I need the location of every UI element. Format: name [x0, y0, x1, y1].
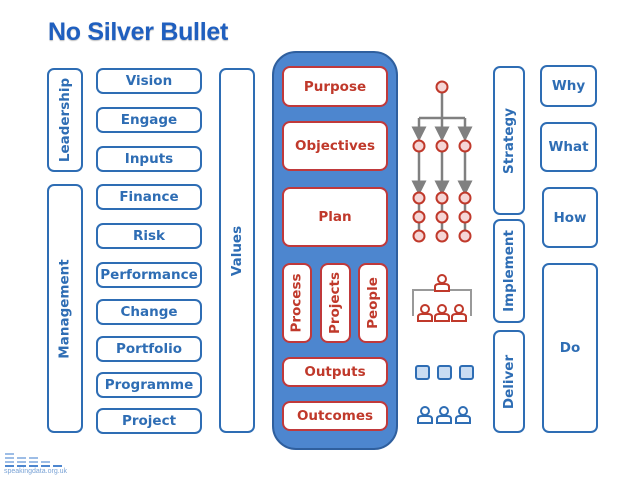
group-implement: Implement [493, 219, 525, 323]
group-implement-label: Implement [501, 230, 518, 312]
squares-icon [415, 365, 474, 380]
group-management-label: Management [57, 258, 73, 359]
values-column: Values [219, 68, 255, 433]
page-title: No Silver Bullet [48, 18, 228, 46]
question-what: What [540, 122, 597, 172]
question-why: Why [540, 65, 597, 107]
item-change: Change [96, 299, 202, 325]
spine-projects: Projects [320, 263, 351, 343]
people-icon [417, 406, 471, 424]
spine-plan: Plan [282, 187, 388, 247]
speakingdata-logo-icon [5, 453, 62, 467]
item-portfolio: Portfolio [96, 336, 202, 362]
group-strategy: Strategy [493, 66, 525, 215]
question-do: Do [542, 263, 598, 433]
item-vision: Vision [96, 68, 202, 94]
question-how: How [542, 187, 598, 248]
org-chart-people-icon [412, 274, 472, 322]
group-leadership-label: Leadership [57, 77, 74, 163]
spine-outcomes: Outcomes [282, 401, 388, 431]
spine-objectives: Objectives [282, 121, 388, 171]
spine-people-label: People [365, 277, 381, 329]
group-deliver-label: Deliver [501, 354, 518, 409]
item-project: Project [96, 408, 202, 434]
item-performance: Performance [96, 262, 202, 288]
spine-process: Process [282, 263, 312, 343]
spine-process-label: Process [289, 273, 305, 333]
group-strategy-label: Strategy [501, 107, 517, 174]
item-inputs: Inputs [96, 146, 202, 172]
values-label: Values [229, 225, 245, 276]
group-leadership: Leadership [47, 68, 83, 172]
item-programme: Programme [96, 372, 202, 398]
group-deliver: Deliver [493, 330, 525, 433]
spine-people: People [358, 263, 388, 343]
spine-outputs: Outputs [282, 357, 388, 387]
tree-hierarchy-icon [411, 80, 473, 243]
group-management: Management [47, 184, 83, 433]
item-finance: Finance [96, 184, 202, 210]
item-risk: Risk [96, 223, 202, 249]
spine-projects-label: Projects [327, 271, 344, 335]
spine-panel [272, 51, 398, 450]
item-engage: Engage [96, 107, 202, 133]
spine-purpose: Purpose [282, 66, 388, 107]
footer-logo-text: speakingdata.org.uk [4, 468, 68, 475]
